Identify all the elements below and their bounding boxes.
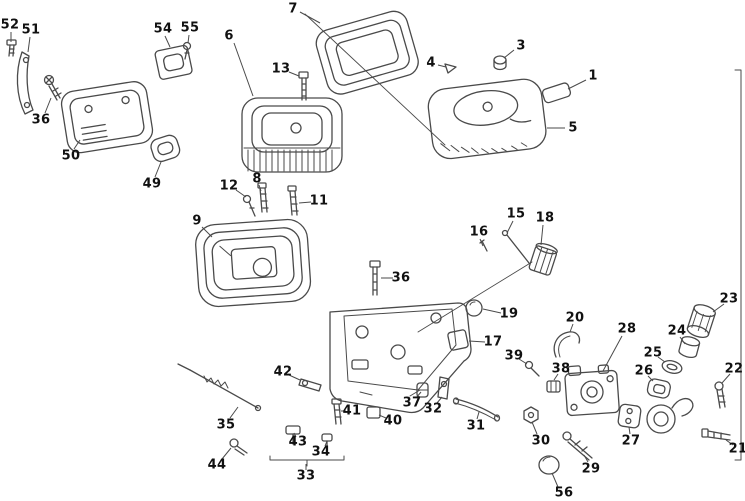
plate-part-54 (154, 44, 193, 80)
callout-1[interactable]: 1 (588, 68, 598, 84)
callout-16[interactable]: 16 (469, 224, 489, 240)
gasket-part-26 (646, 378, 671, 399)
callout-7[interactable]: 7 (288, 1, 298, 17)
callout-43[interactable]: 43 (288, 434, 308, 450)
bolt-part-41 (331, 398, 342, 425)
grommet-part-19 (465, 299, 483, 317)
callout-33[interactable]: 33 (296, 468, 316, 484)
callout-24[interactable]: 24 (667, 323, 687, 339)
nut-part-30 (523, 406, 539, 424)
callout-34[interactable]: 34 (311, 444, 331, 460)
callout-28[interactable]: 28 (617, 321, 637, 337)
bolt-part-21 (701, 428, 731, 441)
callout-23[interactable]: 23 (719, 291, 739, 307)
air-cleaner-cover-part-5 (427, 78, 547, 160)
cap-part-56 (538, 455, 560, 475)
callout-32[interactable]: 32 (423, 401, 443, 417)
clip-part-4 (444, 63, 457, 74)
assembly-axis-line (304, 13, 446, 146)
callout-36[interactable]: 36 (391, 270, 411, 286)
callout-51[interactable]: 51 (21, 22, 41, 38)
right-bracket (734, 69, 742, 461)
callout-44[interactable]: 44 (207, 457, 227, 473)
callout-42[interactable]: 42 (273, 364, 293, 380)
screw-part-55 (182, 41, 192, 60)
callout-27[interactable]: 27 (621, 433, 641, 449)
screw-part-39 (524, 360, 540, 377)
lever-part-43 (285, 425, 301, 445)
callout-22[interactable]: 22 (724, 361, 744, 377)
intake-elbow (646, 397, 694, 434)
callout-39[interactable]: 39 (504, 348, 524, 364)
throttle-rod-part-35 (177, 363, 262, 412)
callout-55[interactable]: 55 (180, 20, 200, 36)
callout-54[interactable]: 54 (153, 21, 173, 37)
bolt-part-22 (714, 381, 726, 409)
screw-part-11 (287, 185, 299, 216)
callout-3[interactable]: 3 (516, 38, 526, 54)
lever-part-42 (298, 378, 322, 392)
grommet-part-37 (416, 382, 429, 398)
callout-52[interactable]: 52 (0, 17, 20, 33)
callout-18[interactable]: 18 (535, 210, 555, 226)
gasket-part-49 (150, 134, 181, 163)
callout-50[interactable]: 50 (61, 148, 81, 164)
screw-part-36-left (43, 74, 62, 101)
fuel-line-part-20 (553, 331, 581, 358)
cover-top-part-7 (315, 10, 419, 95)
gasket-part-17 (447, 329, 469, 351)
group-bracket-33 (269, 455, 345, 467)
cylinder-part-18 (528, 242, 558, 276)
callout-26[interactable]: 26 (634, 363, 654, 379)
bolt-part-52 (6, 39, 17, 57)
callout-25[interactable]: 25 (643, 345, 663, 361)
callout-56[interactable]: 56 (554, 485, 574, 501)
callout-5[interactable]: 5 (568, 120, 578, 136)
callout-29[interactable]: 29 (581, 461, 601, 477)
callout-8[interactable]: 8 (252, 171, 262, 187)
muffler-part-50 (60, 81, 154, 154)
callout-19[interactable]: 19 (499, 306, 519, 322)
air-filter-element (241, 97, 343, 173)
callout-31[interactable]: 31 (466, 418, 486, 434)
callout-36[interactable]: 36 (31, 112, 51, 128)
callout-15[interactable]: 15 (506, 206, 526, 222)
bracket-part-32 (437, 376, 450, 400)
intake-boot-part-9 (195, 218, 312, 308)
callout-40[interactable]: 40 (383, 413, 403, 429)
screw-part-44 (229, 438, 248, 456)
callout-41[interactable]: 41 (342, 403, 362, 419)
gasket-part-27 (617, 403, 642, 429)
callout-17[interactable]: 17 (483, 334, 503, 350)
callout-21[interactable]: 21 (728, 441, 745, 457)
pad-part-40 (366, 406, 381, 419)
callout-35[interactable]: 35 (216, 417, 236, 433)
screw-part-8 (257, 182, 269, 213)
callout-11[interactable]: 11 (309, 193, 329, 209)
bolt-part-29 (562, 431, 593, 461)
callout-30[interactable]: 30 (531, 433, 551, 449)
nut-part-3 (493, 55, 507, 71)
callout-6[interactable]: 6 (224, 28, 234, 44)
callout-38[interactable]: 38 (551, 361, 571, 377)
ring-part-25 (661, 360, 683, 374)
callout-37[interactable]: 37 (402, 395, 422, 411)
bushing-part-38 (546, 380, 561, 393)
bracket-part-51 (16, 51, 34, 115)
callout-12[interactable]: 12 (219, 178, 239, 194)
callout-49[interactable]: 49 (142, 176, 162, 192)
linkage-line (417, 261, 533, 333)
hose-part-31 (452, 397, 501, 422)
screw-part-12 (242, 194, 256, 217)
choke-shaft-part-23 (686, 304, 716, 339)
callout-4[interactable]: 4 (426, 55, 436, 71)
callout-20[interactable]: 20 (565, 310, 585, 326)
callout-9[interactable]: 9 (192, 213, 202, 229)
carburetor-part-28 (564, 364, 620, 417)
screw-part-36-center (369, 260, 381, 296)
callout-13[interactable]: 13 (271, 61, 291, 77)
